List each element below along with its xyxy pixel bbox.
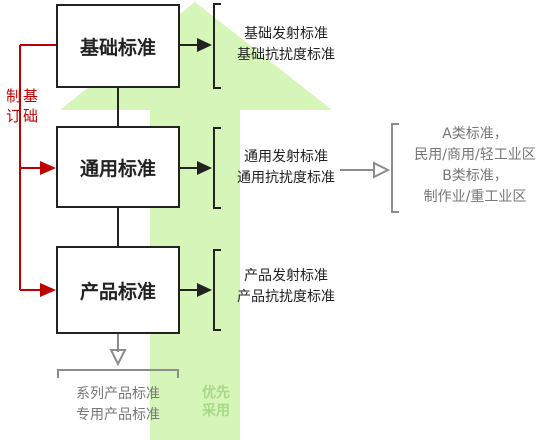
product-standard-title: 产品标准 [79,280,156,303]
foundation-char-2: 订 [5,107,21,125]
class-a-scope: 民用/商用/轻工业区 [414,147,536,163]
priority-line-2: 采用 [202,403,230,419]
basic-items: 基础发射标准 基础抗扰度标准 [224,24,348,66]
special-product-standard: 专用产品标准 [76,407,160,423]
bracket-series [57,369,179,378]
basic-immunity: 基础抗扰度标准 [237,47,335,63]
bracket-basic [213,3,221,89]
arrow-series [109,349,127,367]
priority-arrow [60,2,332,440]
class-list: A类标准， 民用/商用/轻工业区 B类标准， 制作业/重工业区 [400,124,550,208]
arrow-product [197,283,212,297]
product-series-list: 系列产品标准 专用产品标准 [58,384,178,426]
bracket-product [213,249,221,331]
bracket-generic [213,127,221,209]
foundation-char-4: 础 [23,107,39,125]
arrow-classes [373,161,391,179]
priority-line-1: 优先 [202,385,230,401]
priority-label: 优先 采用 [196,384,236,420]
arrow-basic [197,38,212,52]
basic-emission: 基础发射标准 [244,26,328,42]
bracket-classes [391,123,399,213]
class-b-title: B类标准， [442,168,508,184]
product-standard-box: 产品标准 [56,246,180,334]
foundation-label: 制 基 订 础 [0,86,44,126]
generic-standard-title: 通用标准 [79,157,156,180]
product-emission: 产品发射标准 [244,268,328,284]
foundation-arrowhead-generic [40,161,56,175]
product-items: 产品发射标准 产品抗扰度标准 [224,266,348,308]
series-product-standard: 系列产品标准 [76,386,160,402]
basic-standard-title: 基础标准 [79,36,156,59]
arrow-generic [197,161,212,175]
foundation-arrowhead-product [40,283,56,297]
generic-items: 通用发射标准 通用抗扰度标准 [224,147,348,189]
basic-standard-box: 基础标准 [56,4,180,88]
product-immunity: 产品抗扰度标准 [237,289,335,305]
class-b-scope: 制作业/重工业区 [423,189,527,205]
foundation-char-1: 制 [5,87,21,105]
generic-standard-box: 通用标准 [56,126,180,208]
generic-emission: 通用发射标准 [244,149,328,165]
class-a-title: A类标准， [442,126,508,142]
foundation-char-3: 基 [23,87,39,105]
generic-immunity: 通用抗扰度标准 [237,170,335,186]
